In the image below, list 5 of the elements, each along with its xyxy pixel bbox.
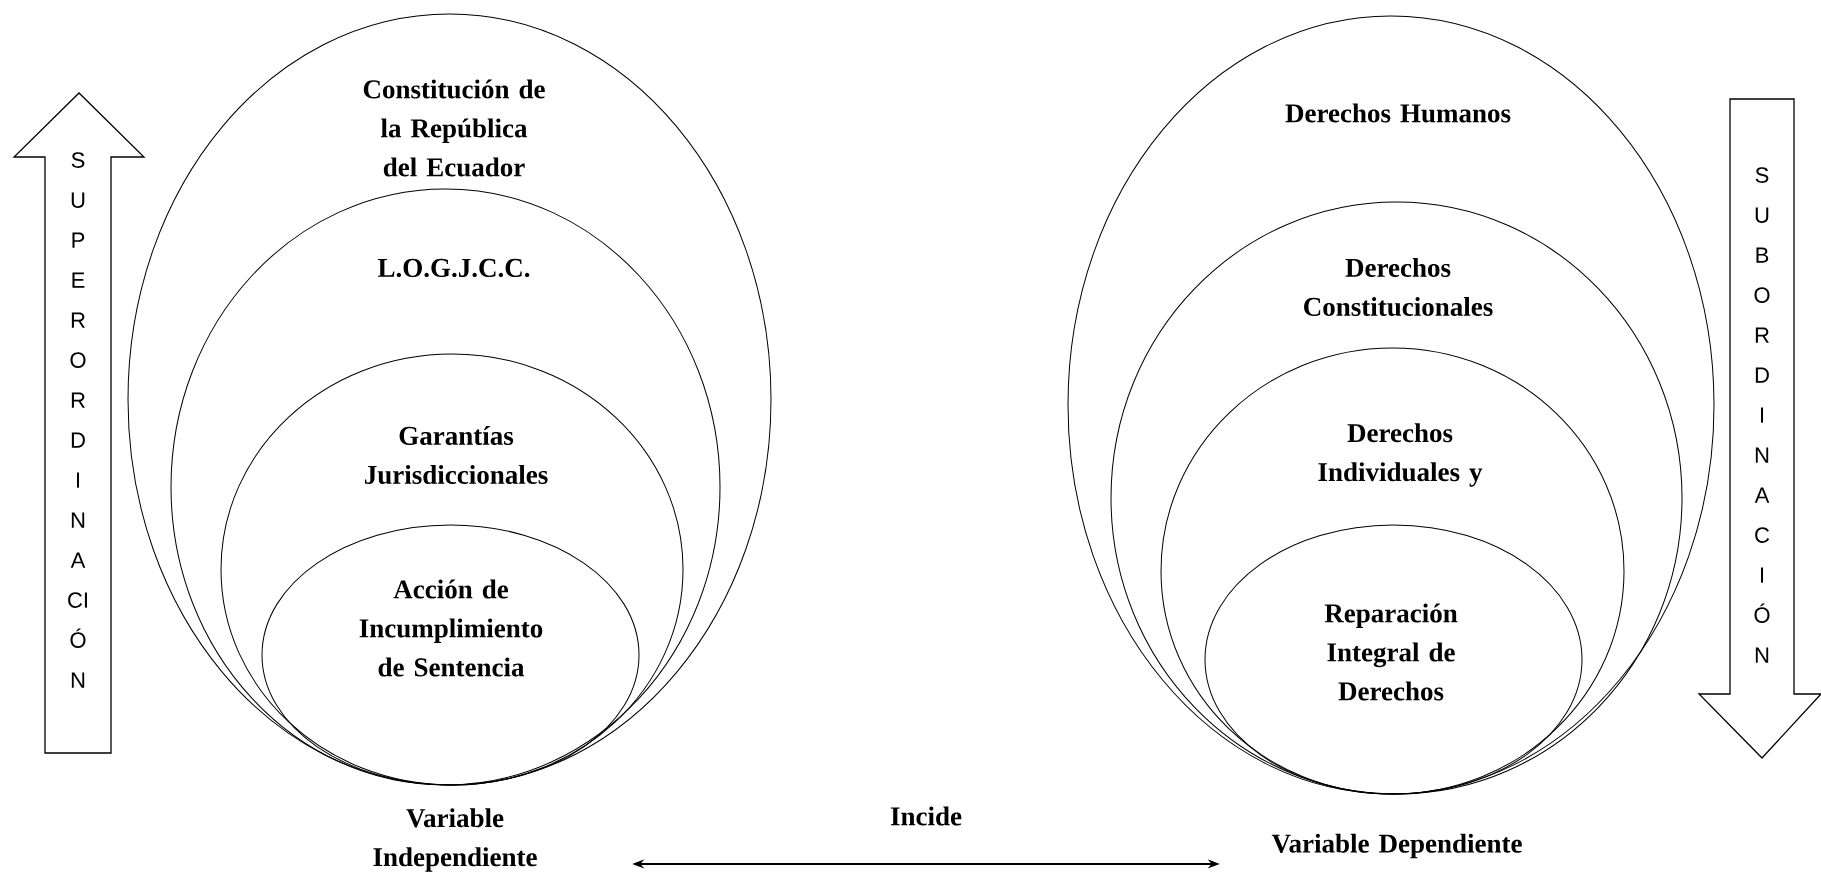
vertical-label: S U B O R D I N A C I Ó N [1754,167,1770,663]
variable-label: Variable Dependiente [1271,833,1522,859]
vertical-label: S U P E R O R D I N A CI Ó N [68,152,87,688]
variable-label: Variable Independiente [373,808,537,872]
edge-label: Incide [890,806,962,826]
